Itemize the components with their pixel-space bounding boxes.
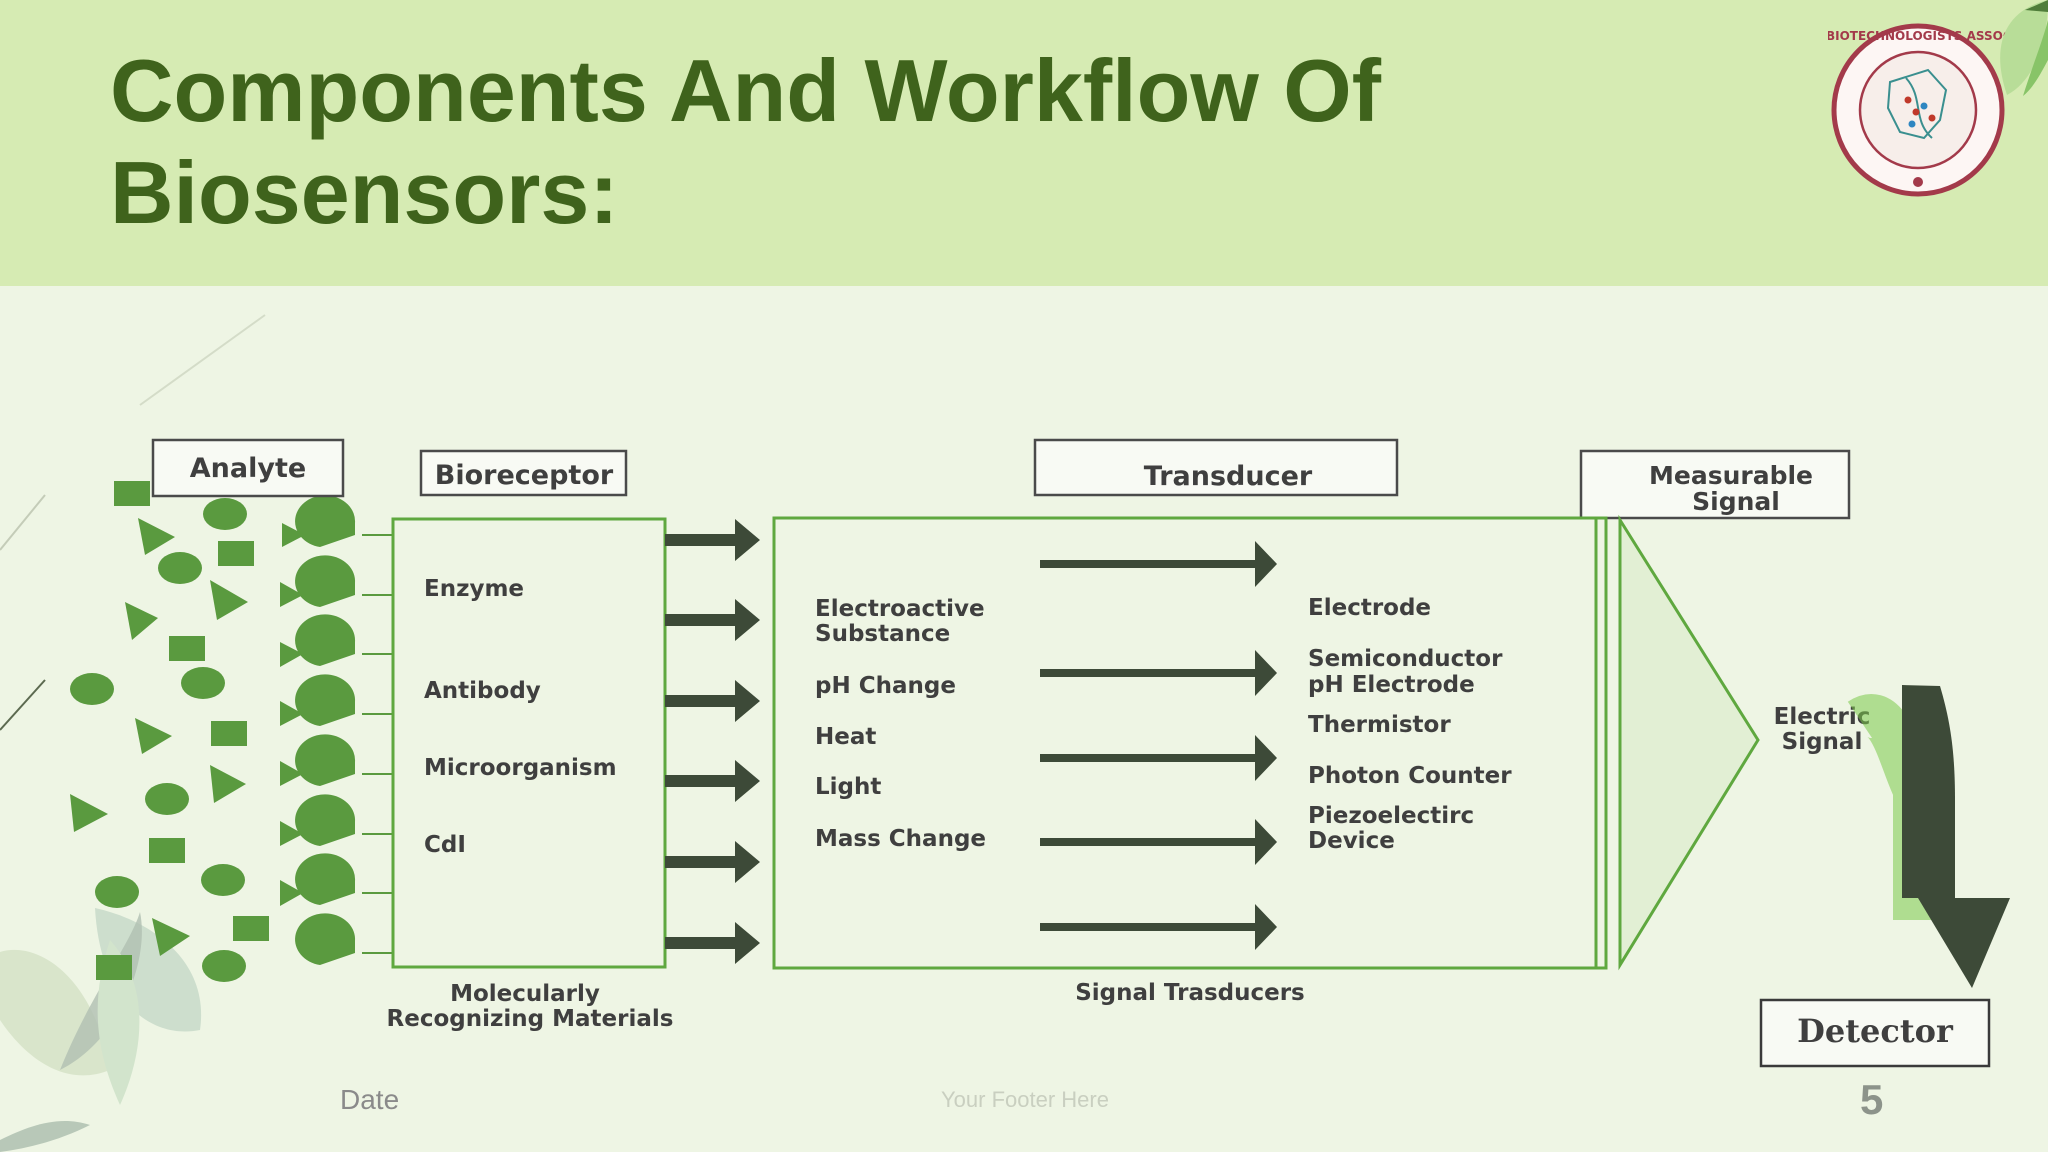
header-band [0,0,2048,286]
bioreceptor-microorganism: Microorganism [424,755,617,781]
output-thermistor: Thermistor [1308,712,1451,738]
transducer-box [772,516,1608,970]
signal-triangle [1618,514,1760,971]
page-number: 5 [1860,1076,1884,1123]
transducer-arrows [1040,541,1277,950]
footer-date: Date [340,1084,400,1115]
output-piezoelectric-line2: Device [1308,828,1395,854]
footer-text: Your Footer Here [941,1087,1109,1112]
transducer-caption: Signal Trasducers [1075,980,1305,1006]
measurable-signal-label-line1: Measurable [1649,461,1813,490]
association-logo: SINDH BIOTECHNOLOGISTS ASSOCIATION [1828,23,2008,197]
analyte-label: Analyte [190,453,306,484]
input-electroactive-line1: Electroactive [815,596,985,622]
bioreceptor-cdi: CdI [424,832,466,858]
output-piezoelectric-line1: Piezoelectirc [1308,803,1474,829]
detector-arrow [1847,685,2010,988]
decorative-strokes [0,314,266,731]
measurable-signal-label-line2: Signal [1692,487,1780,516]
measurable-signal-label-box [1579,449,1851,520]
transducer-label: Transducer [1144,461,1313,492]
transducer-label-box [1033,438,1399,497]
electric-signal-line2: Signal [1782,729,1863,755]
analyte-label-box [151,438,345,498]
bioreceptor-box [391,517,667,969]
input-light: Light [815,774,881,800]
bioreceptor-antibody: Antibody [424,678,541,704]
bioreceptor-to-transducer-arrows [665,519,760,964]
output-photon-counter: Photon Counter [1308,763,1512,789]
analyte-shapes [70,481,269,982]
bioreceptor-caption-line1: Molecularly [450,981,600,1007]
receptor-shapes [280,495,392,965]
bioreceptor-enzyme: Enzyme [424,576,524,602]
output-semiconductor-line2: pH Electrode [1308,672,1475,698]
detector-box [1759,998,1991,1068]
input-electroactive-line2: Substance [815,621,950,647]
input-mass-change: Mass Change [815,826,986,852]
bioreceptor-label: Bioreceptor [435,460,614,491]
leaf-decoration-top [2000,0,2048,96]
logo-text: SINDH BIOTECHNOLOGISTS ASSOCIATION [1828,29,2008,43]
slide-title: Components And Workflow Of Biosensors: [110,41,1382,242]
output-semiconductor-line1: Semiconductor [1308,646,1503,672]
bioreceptor-label-box [419,449,628,497]
input-ph-change: pH Change [815,673,956,699]
detector-label: Detector [1797,1012,1954,1050]
output-electrode: Electrode [1308,595,1431,621]
input-heat: Heat [815,724,876,750]
bioreceptor-caption-line2: Recognizing Materials [387,1006,674,1032]
leaf-decoration-bottom-left [0,908,202,1152]
